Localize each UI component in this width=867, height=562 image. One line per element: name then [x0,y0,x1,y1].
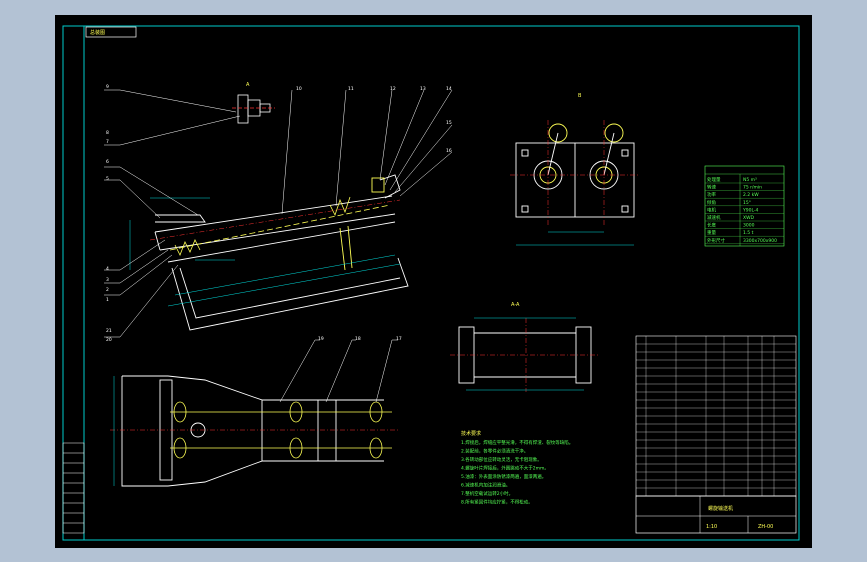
svg-text:6: 6 [106,159,109,165]
note-line: 7.整机空载试运转2小时。 [461,490,513,497]
title-block-number: ZH-00 [758,524,773,530]
spec-row-label: 外形尺寸 [707,237,725,244]
spec-row-label: 电机 [707,206,716,213]
parts-list [635,335,797,497]
top-view-label: A [246,82,250,88]
leaders-left [104,89,241,338]
note-line: 3.各转动部位应转动灵活，无卡阻现象。 [461,456,542,463]
note-line: 5.油漆：外表面涂防锈漆两遍，面漆两遍。 [461,473,546,480]
title-block: 螺旋输送机 ZH-00 1:10 [635,495,797,534]
title-block-name: 螺旋输送机 [708,505,733,512]
svg-text:11: 11 [348,86,354,92]
svg-text:3: 3 [106,277,109,283]
svg-text:4: 4 [106,266,109,272]
revision-strip [62,442,85,534]
drawing-frame [62,25,800,541]
svg-text:21: 21 [106,328,112,334]
note-line: 6.减速机内加注润滑油。 [461,482,510,489]
spec-row-label: 长度 [707,222,716,229]
spec-row-label: 转速 [707,184,716,191]
spec-row-value: 3000 [743,223,755,229]
svg-text:7: 7 [106,139,109,145]
spec-row-label: 重量 [707,229,716,236]
svg-text:14: 14 [446,86,452,92]
spec-row-value: 1.5 t [743,230,754,236]
note-line: 8.所有紧固件均应拧紧，不得松动。 [461,499,533,506]
svg-text:12: 12 [390,86,396,92]
spec-row-value: 3300x700x900 [743,238,777,244]
leader-label-17: 17 [396,336,402,342]
svg-text:1: 1 [106,297,109,303]
side-view-label: B [578,93,582,99]
svg-text:5: 5 [106,176,109,182]
svg-text:13: 13 [420,86,426,92]
svg-text:16: 16 [446,148,452,154]
elevation-view: A [104,82,453,343]
screw-shaft [169,196,391,256]
svg-text:20: 20 [106,337,112,343]
title-tag: 总装图 [85,26,137,38]
note-line: 1.焊接后，焊缝应平整光滑，不得有焊渣、裂纹等缺陷。 [461,439,573,446]
spec-row-label: 倾角 [707,199,716,206]
title-block-scale: 1:10 [706,524,717,530]
drawing-sheet [55,15,812,548]
leader-labels-top: 10 11 12 13 14 15 16 [296,86,452,154]
spec-row-label: 减速机 [707,214,721,221]
spec-row-value: 2.2 kW [743,192,759,198]
technical-notes: 技术要求 1.焊接后，焊缝应平整光滑，不得有焊渣、裂纹等缺陷。 2.装配前，各零件… [461,430,573,506]
svg-text:2: 2 [106,287,109,293]
side-view: B [510,93,640,246]
svg-text:8: 8 [106,130,109,136]
spec-row-value: 15° [743,200,751,206]
spec-row-value: Y90L-4 [742,207,759,213]
svg-text:15: 15 [446,120,452,126]
leader-label-19: 19 [318,336,324,342]
reducer-detail [232,94,275,124]
svg-text:9: 9 [106,84,109,90]
leader-label-18: 18 [355,336,361,342]
plan-view: 19 18 17 [110,336,402,487]
notes-title: 技术要求 [461,430,481,437]
note-line: 4.螺旋叶片焊接后，外圆跳动不大于2mm。 [461,465,549,472]
note-line: 2.装配前，各零件必须清洗干净。 [461,448,528,455]
spec-row-label: 功率 [707,191,716,198]
svg-text:10: 10 [296,86,302,92]
elevation-dimensions [129,197,401,307]
spec-row-value: XWD [743,215,755,221]
spec-row-value: 75 r/min [743,185,762,191]
leaders-top [281,89,453,215]
spec-row-label: 处理量 [707,176,721,183]
spec-row-value: N5 m³ [743,177,757,183]
leader-labels-left: 9 8 7 6 5 4 3 2 1 21 20 [106,84,112,343]
title-tag-text: 总装图 [90,29,105,36]
spec-table: 处理量 N5 m³ 转速 75 r/min 功率 2.2 kW 倾角 15° 电机 Y90L-4 减… [704,165,785,247]
base-frame [171,225,409,331]
elevation-centerlines [149,199,401,241]
section-label: A-A [511,302,520,308]
section-view: A-A [450,302,600,392]
